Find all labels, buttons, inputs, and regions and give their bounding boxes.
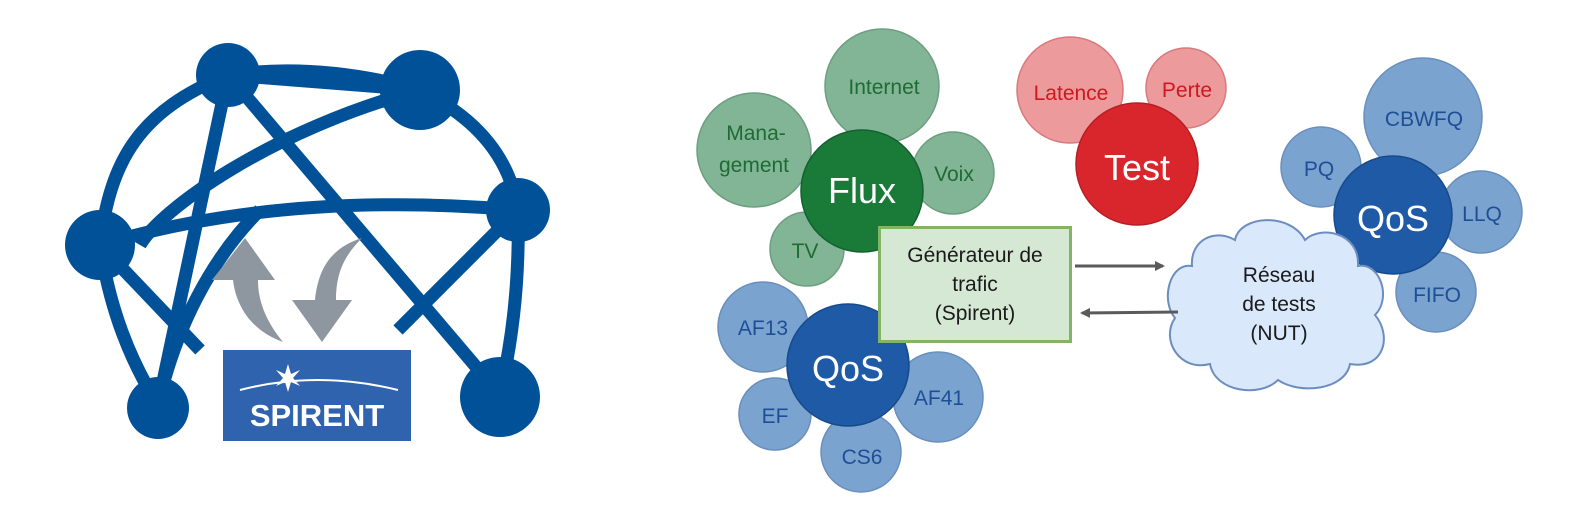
- network-node-left: [65, 210, 135, 280]
- qos-af13-label: AF13: [738, 317, 788, 340]
- traffic-generator-line-3: (Spirent): [934, 302, 1016, 325]
- traffic-generator-line-1: Générateur de: [907, 244, 1043, 267]
- qos-llq-label: LLQ: [1462, 203, 1502, 226]
- connectors: [1075, 261, 1179, 318]
- network-node-bottom-right: [460, 357, 540, 437]
- network-nodes: [65, 43, 550, 439]
- test-center-bubble: [1075, 102, 1199, 226]
- qos-left-center-label: QoS: [812, 348, 884, 389]
- test-cluster: Latence Perte Test: [1016, 36, 1227, 226]
- test-latence-bubble: [1016, 36, 1124, 144]
- network-node-top-left: [196, 43, 260, 107]
- flux-management-label-2: gement: [719, 154, 789, 177]
- qos-ef-label: EF: [762, 405, 789, 428]
- test-latence-label: Latence: [1034, 82, 1109, 105]
- qos-cbwfq-label: CBWFQ: [1385, 108, 1463, 131]
- test-perte-label: Perte: [1162, 79, 1212, 102]
- qos-right-cluster: CBWFQ PQ LLQ FIFO QoS: [1280, 57, 1523, 333]
- connector-from-nut: [1080, 307, 1179, 318]
- nut-label: Réseau de tests (NUT): [1186, 256, 1372, 352]
- flux-center-label: Flux: [828, 170, 896, 211]
- nut-line-1: Réseau: [1242, 263, 1316, 287]
- flux-management-label-1: Mana-: [726, 122, 786, 145]
- qos-af41-label: AF41: [914, 387, 964, 410]
- nut-line-3: (NUT): [1250, 321, 1308, 345]
- network-node-right: [486, 178, 550, 242]
- flux-cluster: Internet Mana- gement Voix TV Flux: [696, 28, 995, 287]
- svg-text:SPIRENT: SPIRENT: [250, 398, 384, 433]
- flux-center-bubble: [800, 129, 924, 253]
- qos-cs6-label: CS6: [842, 446, 883, 469]
- flux-voix-label: Voix: [934, 163, 974, 186]
- test-center-label: Test: [1104, 147, 1170, 188]
- traffic-generator-line-2: trafic: [952, 273, 998, 296]
- flux-tv-label: TV: [792, 240, 819, 263]
- qos-right-center-bubble: [1333, 155, 1453, 275]
- exchange-arrows-icon: [212, 238, 362, 342]
- qos-right-center-label: QoS: [1357, 198, 1429, 239]
- qos-fifo-label: FIFO: [1413, 284, 1461, 307]
- nut-line-2: de tests: [1242, 292, 1316, 316]
- traffic-generator-box: Générateur de trafic (Spirent): [878, 226, 1072, 343]
- network-node-bottom-left: [127, 377, 189, 439]
- flux-internet-label: Internet: [848, 76, 919, 99]
- network-node-top-right: [380, 50, 460, 130]
- nut-cloud-shape: [1166, 219, 1385, 392]
- flux-management-bubble: [696, 92, 812, 208]
- spirent-logo: SPIRENT: [223, 350, 411, 441]
- qos-pq-label: PQ: [1304, 158, 1334, 181]
